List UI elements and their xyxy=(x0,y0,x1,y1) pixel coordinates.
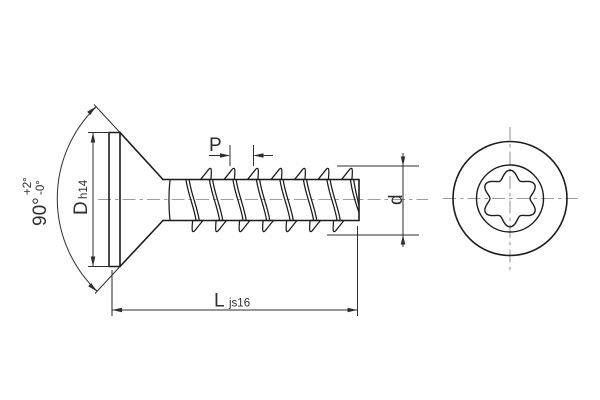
d-arrow-bottom xyxy=(400,235,406,245)
angle-tolerance-minus: -0° xyxy=(35,180,47,195)
angle-tolerance-plus: +2° xyxy=(22,177,34,195)
thread-helix-line xyxy=(232,179,244,221)
angle-extension-line-upper xyxy=(93,104,121,133)
thread-crest-bottom xyxy=(261,219,275,233)
d-arrow-top xyxy=(400,156,406,166)
thread-crest-bottom xyxy=(308,219,322,233)
thread-helix-line xyxy=(326,179,338,221)
D-arrow-top xyxy=(90,132,96,143)
P-symbol-label: P xyxy=(209,135,222,156)
head-outer-circle xyxy=(452,140,568,257)
thread-helix-line xyxy=(329,179,341,221)
L-tolerance-label: js16 xyxy=(228,298,250,310)
thread-crest-top xyxy=(246,167,260,181)
thread xyxy=(185,167,360,233)
angle-value-label: 90° xyxy=(30,197,51,226)
D-symbol-label: D xyxy=(71,201,92,215)
center-lines xyxy=(98,127,578,270)
thread-crest-bottom xyxy=(332,219,345,233)
thread-runout-edge xyxy=(168,178,171,222)
thread-helix-line xyxy=(208,179,221,221)
thread-crest-top xyxy=(293,167,307,181)
thread-helix-line xyxy=(349,179,360,213)
thread-crest-bottom xyxy=(191,219,204,233)
dimension-head-angle: 90° +2° -0° xyxy=(22,104,121,294)
D-label-group: D h14 xyxy=(71,179,92,215)
thread-helix-line xyxy=(235,179,247,221)
thread-helix-line xyxy=(306,179,318,221)
thread-helix-line xyxy=(302,179,315,221)
thread-helix-line xyxy=(185,179,197,221)
thread-crest-top xyxy=(317,167,330,181)
thread-crest-bottom xyxy=(285,219,298,233)
d-label-group: d xyxy=(386,194,407,205)
thread-crest-top xyxy=(340,167,354,181)
L-symbol-label: L xyxy=(214,291,225,312)
thread-helix-line xyxy=(212,179,224,221)
thread-helix-line xyxy=(353,179,360,206)
thread-helix-line xyxy=(282,179,294,221)
torx-recess-profile xyxy=(484,169,536,228)
thread-helix-line xyxy=(188,179,200,221)
thread-crest-top xyxy=(223,167,236,181)
angle-extension-line-lower xyxy=(94,266,121,294)
angle-arc-arrow-top xyxy=(87,106,96,115)
angle-dimension-arc xyxy=(56,106,98,292)
thread-helix-line xyxy=(279,179,291,221)
d-symbol-label: d xyxy=(386,194,407,205)
dimension-pitch: P xyxy=(209,135,273,166)
thread-crest-bottom xyxy=(214,219,228,233)
P-arrow-right xyxy=(253,153,264,158)
head-cone-upper-flank xyxy=(119,131,164,181)
thread-helix-line xyxy=(259,179,271,221)
thread-crest-bottom xyxy=(238,219,251,233)
P-arrow-left xyxy=(220,153,230,158)
thread-crest-top xyxy=(199,167,213,181)
D-arrow-bottom xyxy=(90,256,96,267)
dimension-head-diameter: D h14 xyxy=(71,132,108,267)
head-cone-lower-flank xyxy=(119,219,164,268)
L-arrow-left xyxy=(112,307,122,313)
angle-arc-arrow-bottom xyxy=(88,283,97,292)
thread-helix-line xyxy=(255,179,268,221)
end-view xyxy=(452,140,568,257)
dimension-thread-diameter: d xyxy=(327,153,419,247)
recess-boundary-circle xyxy=(475,164,545,233)
L-arrow-right xyxy=(347,307,358,313)
angle-label-group: 90° +2° -0° xyxy=(22,177,51,226)
thread-crest-top xyxy=(270,167,283,181)
D-tolerance-label: h14 xyxy=(78,179,90,199)
dimension-length: L js16 xyxy=(111,226,358,316)
